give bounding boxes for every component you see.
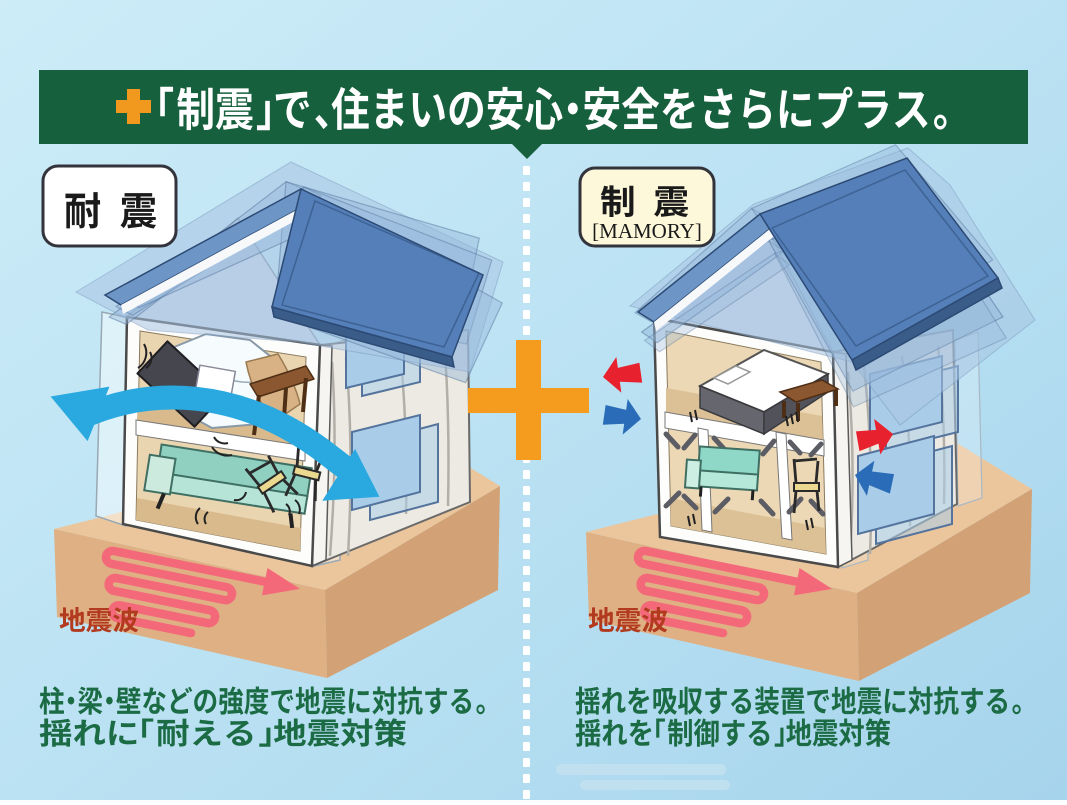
svg-text:[MAMORY]: [MAMORY] xyxy=(592,219,702,243)
